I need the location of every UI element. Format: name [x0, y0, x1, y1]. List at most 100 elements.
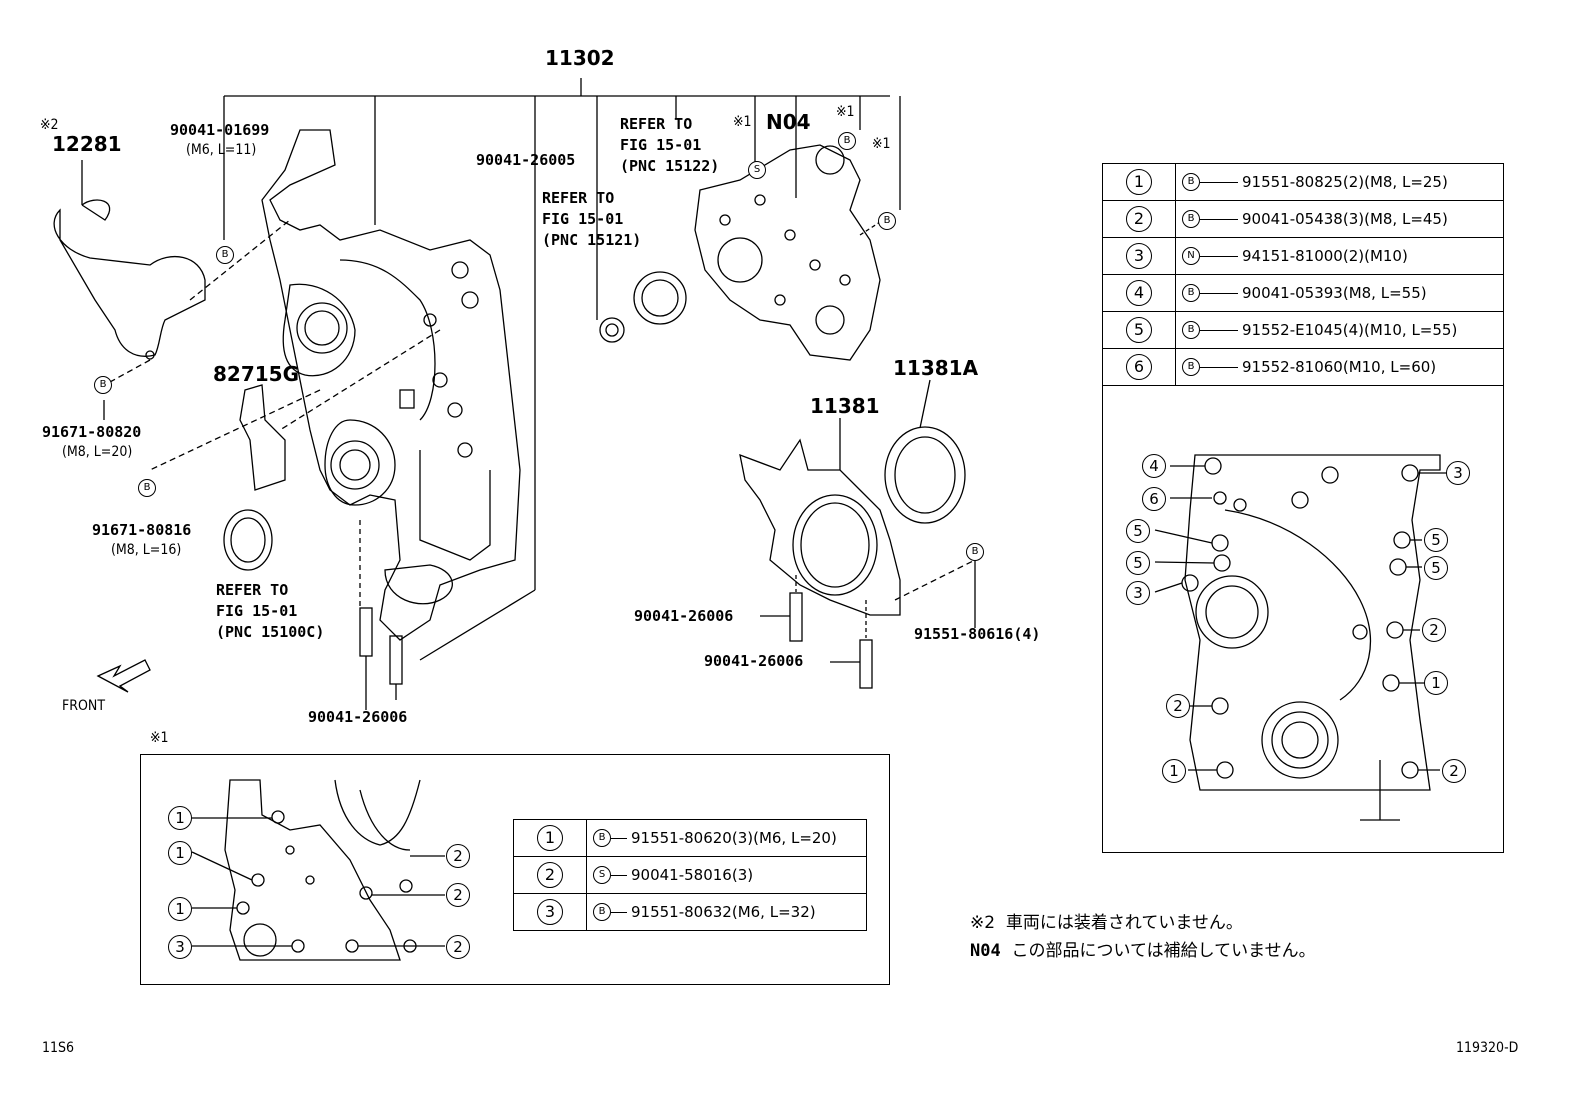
callout-number: 2 [1126, 206, 1152, 232]
b-mark-icon: B [1182, 321, 1200, 340]
note-line: ※2 車両には装着されていません。 [970, 908, 1243, 933]
b-mark-icon: B [94, 376, 112, 394]
part-n04: N04 [766, 110, 811, 134]
legend-text: 91551-80620(3)(M6, L=20) [631, 828, 837, 847]
b-mark-icon: B [966, 543, 984, 561]
note-mark-1-c: ※1 [872, 136, 891, 152]
refer-15122-line3: (PNC 15122) [620, 157, 720, 175]
callout-1: 1 [168, 841, 192, 865]
b-mark-icon: B [1182, 210, 1200, 229]
bottom-box-mark: ※1 [150, 730, 169, 746]
callout-3: 3 [168, 935, 192, 959]
legend-text: 90041-05393(M8, L=55) [1242, 283, 1427, 302]
s-mark-icon: S [593, 866, 611, 885]
footer-right-code: 119320-D [1456, 1040, 1519, 1056]
note-mark-1-a: ※1 [733, 114, 752, 130]
legend-text: 90041-58016(3) [631, 865, 754, 884]
callout-number: 3 [537, 899, 563, 925]
legend-text: 91551-80825(2)(M8, L=25) [1242, 172, 1448, 191]
part-11381a: 11381A [893, 356, 979, 380]
callout-number: 1 [537, 825, 563, 851]
right-legend-table: 1 B 91551-80825(2)(M8, L=25) 2 B 90041-054… [1102, 163, 1504, 386]
b-mark-icon: B [138, 479, 156, 497]
callout-1: 1 [1162, 759, 1186, 783]
main-part-number: 11302 [545, 46, 615, 70]
b-mark-icon: B [593, 829, 611, 848]
part-90041-26006-mid: 90041-26006 [634, 607, 734, 625]
part-90041-01699-spec: (M6, L=11) [186, 142, 257, 158]
callout-2: 2 [446, 935, 470, 959]
note-text: この部品については補給していません。 [1011, 941, 1316, 961]
part-91671-80816: 91671-80816 [92, 521, 192, 539]
part-12281: 12281 [52, 132, 122, 156]
footer-left-code: 11S6 [42, 1040, 75, 1056]
b-mark-icon: B [216, 246, 234, 264]
callout-number: 3 [1126, 243, 1152, 269]
callout-3: 3 [1126, 581, 1150, 605]
part-91671-80820: 91671-80820 [42, 423, 142, 441]
legend-text: 94151-81000(2)(M10) [1242, 246, 1408, 265]
callout-5: 5 [1126, 551, 1150, 575]
legend-row: 3 N 94151-81000(2)(M10) [1102, 237, 1504, 275]
callout-3: 3 [1446, 461, 1470, 485]
callout-2: 2 [1442, 759, 1466, 783]
callout-5: 5 [1126, 519, 1150, 543]
note-mark: N04 [970, 941, 1001, 961]
callout-1: 1 [1424, 671, 1448, 695]
callout-2: 2 [1166, 694, 1190, 718]
callout-2: 2 [446, 844, 470, 868]
legend-row: 2 B 90041-05438(3)(M8, L=45) [1102, 200, 1504, 238]
b-mark-icon: B [593, 903, 611, 922]
note-mark: ※2 [970, 913, 996, 933]
s-mark-icon: S [748, 161, 766, 179]
n-mark-icon: N [1182, 247, 1200, 266]
part-11381: 11381 [810, 394, 880, 418]
refer-15121-line2: FIG 15-01 [542, 210, 624, 228]
bottom-legend-table: 1 B 91551-80620(3)(M6, L=20) 2 S 90041-580… [513, 819, 867, 931]
legend-text: 91552-E1045(4)(M10, L=55) [1242, 320, 1458, 339]
callout-5: 5 [1424, 528, 1448, 552]
refer-15122-line2: FIG 15-01 [620, 136, 702, 154]
callout-4: 4 [1142, 454, 1166, 478]
callout-number: 6 [1126, 354, 1152, 380]
callout-2: 2 [1422, 618, 1446, 642]
bottom-detail-box [140, 754, 890, 985]
legend-row: 2 S 90041-58016(3) [513, 856, 867, 894]
legend-row: 3 B 91551-80632(M6, L=32) [513, 893, 867, 931]
note-text: 車両には装着されていません。 [1005, 913, 1243, 933]
callout-1: 1 [168, 806, 192, 830]
b-mark-icon: B [1182, 284, 1200, 303]
part-91671-80816-spec: (M8, L=16) [111, 542, 182, 558]
part-91551-80616: 91551-80616(4) [914, 625, 1041, 643]
legend-text: 91552-81060(M10, L=60) [1242, 357, 1437, 376]
b-mark-icon: B [838, 132, 856, 150]
legend-row: 4 B 90041-05393(M8, L=55) [1102, 274, 1504, 312]
note-mark-1-b: ※1 [836, 104, 855, 120]
callout-number: 5 [1126, 317, 1152, 343]
refer-15121-line3: (PNC 15121) [542, 231, 642, 249]
part-90041-26005: 90041-26005 [476, 151, 576, 169]
legend-text: 90041-05438(3)(M8, L=45) [1242, 209, 1448, 228]
note-mark-2: ※2 [40, 117, 59, 133]
callout-5: 5 [1424, 556, 1448, 580]
callout-number: 4 [1126, 280, 1152, 306]
legend-row: 5 B 91552-E1045(4)(M10, L=55) [1102, 311, 1504, 349]
part-91671-80820-spec: (M8, L=20) [62, 444, 133, 460]
callout-1: 1 [168, 897, 192, 921]
part-90041-26006-right: 90041-26006 [704, 652, 804, 670]
callout-number: 2 [537, 862, 563, 888]
part-82715g: 82715G [213, 362, 299, 386]
legend-text: 91551-80632(M6, L=32) [631, 902, 816, 921]
part-90041-26006-left: 90041-26006 [308, 708, 408, 726]
refer-15100c-line3: (PNC 15100C) [216, 623, 325, 641]
refer-15100c-line1: REFER TO [216, 581, 289, 599]
legend-row: 1 B 91551-80620(3)(M6, L=20) [513, 819, 867, 857]
b-mark-icon: B [1182, 358, 1200, 377]
b-mark-icon: B [1182, 173, 1200, 192]
callout-number: 1 [1126, 169, 1152, 195]
refer-15122-line1: REFER TO [620, 115, 693, 133]
refer-15121-line1: REFER TO [542, 189, 615, 207]
part-90041-01699: 90041-01699 [170, 121, 270, 139]
note-line: N04 この部品については補給していません。 [970, 936, 1316, 961]
